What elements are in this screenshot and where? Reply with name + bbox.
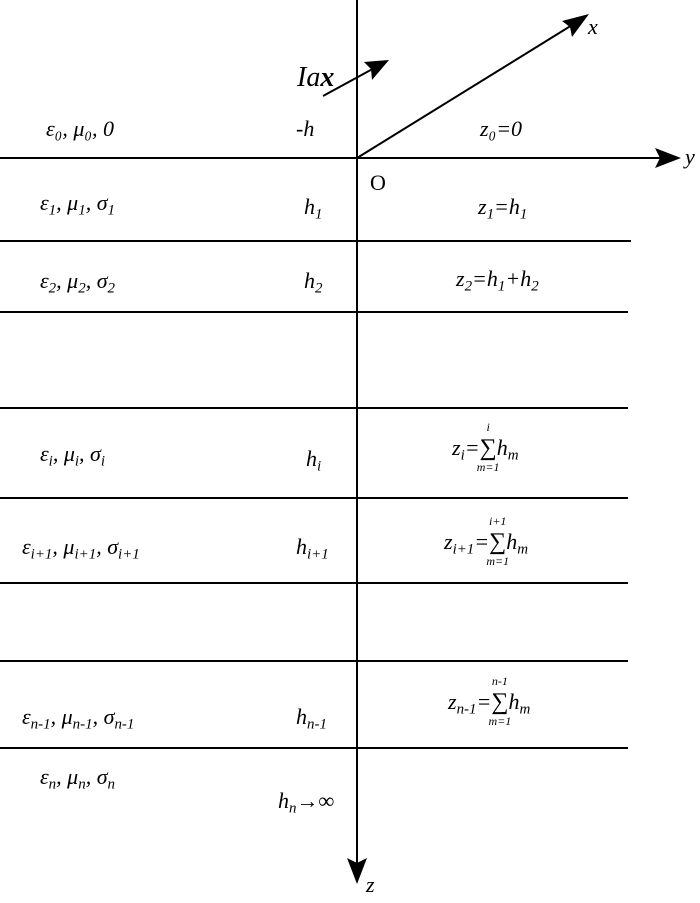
- sum-upper-limit: i: [486, 420, 490, 434]
- layer1-props: ε1, μ1, σ1: [40, 190, 116, 219]
- summation: i+1∑m=1: [486, 514, 510, 568]
- layer0-boundary: z₀=0: [480, 116, 523, 141]
- origin-label: O: [370, 170, 386, 195]
- z-axis-arrowhead: [347, 858, 367, 884]
- source-arrowhead: [364, 60, 389, 80]
- x-axis-label: x: [588, 14, 598, 39]
- source-label: Iax: [297, 64, 334, 92]
- layer-n-thickness: hn→∞: [278, 788, 335, 817]
- layer2-thickness: h2: [304, 268, 323, 297]
- layer-i-thickness: hi: [306, 446, 322, 475]
- layer-i1-props: εi+1, μi+1, σi+1: [22, 534, 140, 563]
- summation: n-1∑m=1: [488, 674, 512, 728]
- sum-lower-limit: m=1: [486, 554, 510, 568]
- layer1-thickness: h1: [304, 194, 323, 223]
- layer-n1-props: εn-1, μn-1, σn-1: [22, 704, 135, 733]
- source-arrow: [322, 65, 379, 97]
- sum-lower-limit: m=1: [476, 460, 500, 474]
- layer-i-props: εi, μi, σi: [40, 441, 106, 470]
- sum-upper-limit: i+1: [488, 514, 507, 528]
- y-axis-arrowhead: [655, 148, 681, 168]
- x-axis: [356, 21, 578, 159]
- layer-n-props: εn, μn, σn: [40, 764, 116, 793]
- source-label-vector: x: [320, 62, 335, 93]
- layer-i1-thickness: hi+1: [296, 534, 329, 563]
- layer1-boundary: z1=h1: [478, 194, 528, 223]
- source-label-prefix: Ia: [297, 62, 321, 93]
- layer2-boundary: z2=h1+h2: [456, 266, 539, 295]
- layer0-thickness: -h: [296, 116, 315, 141]
- x-axis-arrowhead: [562, 14, 589, 37]
- summation: i∑m=1: [476, 420, 500, 474]
- z-axis-label: z: [366, 872, 375, 897]
- sum-lower-limit: m=1: [488, 714, 512, 728]
- layer-n1-thickness: hn-1: [296, 704, 327, 733]
- sum-upper-limit: n-1: [491, 674, 508, 688]
- y-axis-label: y: [685, 144, 695, 169]
- layer2-props: ε2, μ2, σ2: [40, 268, 116, 297]
- layer0-props: ε₀, μ₀, 0: [46, 116, 115, 141]
